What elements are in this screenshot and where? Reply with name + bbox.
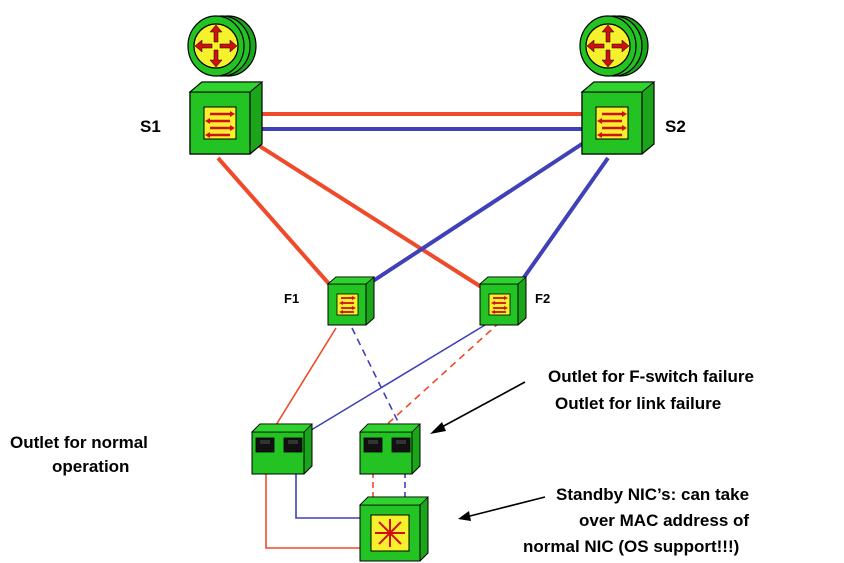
- label-f2: F2: [535, 291, 550, 306]
- pointer-arrow-icon: [430, 381, 526, 434]
- link-f2-standby-dashed: [371, 321, 501, 439]
- link-s1-f2: [248, 138, 488, 292]
- note-normal-outlet-line1: Outlet for normal: [10, 433, 148, 452]
- cable-normal-red: [265, 452, 362, 549]
- switch-icon: [479, 276, 527, 326]
- label-s1: S1: [140, 117, 161, 136]
- note-normal-outlet-line2: operation: [52, 457, 129, 476]
- note-failure-outlet-line1: Outlet for F-switch failure: [548, 367, 754, 386]
- link-f2-outlet-blue: [297, 321, 491, 439]
- note-standby-line2: over MAC address of: [579, 511, 749, 530]
- outlet-failure: [359, 423, 421, 475]
- outlet-normal: [251, 423, 313, 475]
- outlet-icon: [391, 437, 411, 453]
- router-icon: [187, 15, 257, 77]
- link-f1-outlet-red: [267, 327, 337, 439]
- pointer-arrow-icon: [458, 496, 546, 521]
- switch-icon: [327, 276, 375, 326]
- link-f1-standby-dashed: [351, 327, 407, 439]
- link-s1-f1: [216, 156, 332, 287]
- note-standby-line1: Standby NIC’s: can take: [556, 485, 749, 504]
- note-standby-line3: normal NIC (OS support!!!): [523, 537, 739, 556]
- router-icon: [579, 15, 649, 77]
- switch-icon: [188, 80, 264, 156]
- label-s2: S2: [665, 117, 686, 136]
- outlet-icon: [363, 437, 383, 453]
- link-lines: [216, 112, 610, 549]
- link-s2-f1: [368, 138, 590, 285]
- link-s2-f2: [518, 156, 610, 285]
- outlet-icon: [283, 437, 303, 453]
- label-f1: F1: [284, 291, 299, 306]
- outlet-icon: [255, 437, 275, 453]
- note-failure-outlet-line2: Outlet for link failure: [555, 394, 721, 413]
- switch-icon: [580, 80, 656, 156]
- server-nic-icon: [359, 496, 429, 562]
